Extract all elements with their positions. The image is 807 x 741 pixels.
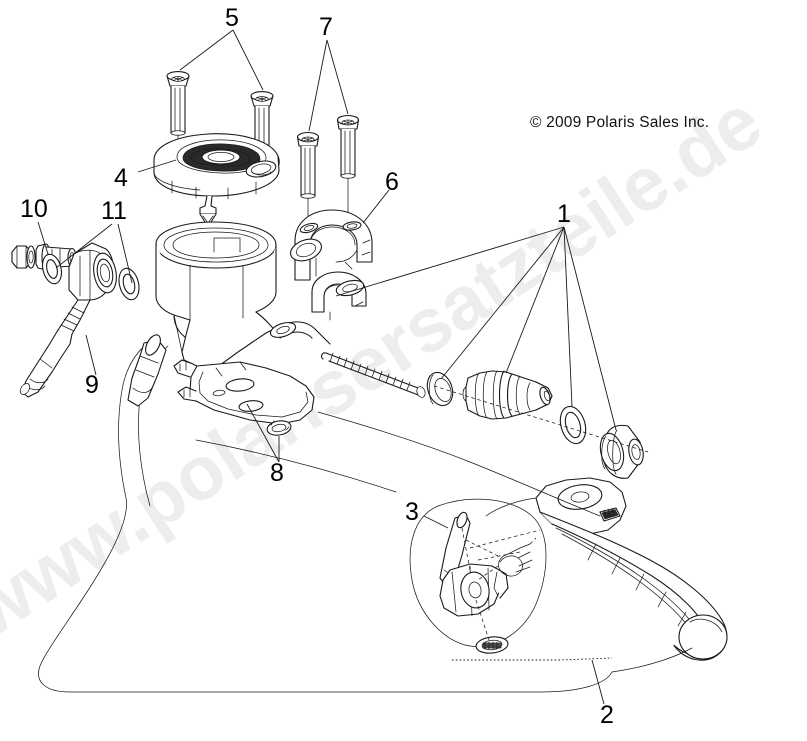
callout-4: 4 bbox=[114, 164, 128, 192]
leader-lines bbox=[37, 29, 617, 705]
part-1-cup-seal bbox=[426, 371, 454, 407]
part-1-piston bbox=[462, 370, 553, 420]
part-5-reservoir-cover-screw-left bbox=[166, 71, 190, 153]
copyright-notice: © 2009 Polaris Sales Inc. bbox=[530, 114, 710, 131]
part-3-return-spring bbox=[493, 543, 533, 597]
master-cylinder-body bbox=[155, 221, 367, 425]
part-9-brake-hose-fitting bbox=[19, 242, 117, 398]
part-1-return-spring bbox=[321, 352, 426, 398]
part-6-handlebar-clamp bbox=[290, 209, 373, 281]
part-7-handlebar-clamp-bolt-right bbox=[336, 114, 360, 223]
callout-8: 8 bbox=[270, 459, 284, 487]
part-8-retaining-clip bbox=[266, 420, 292, 436]
piston-axis-line bbox=[433, 385, 649, 453]
part-7-handlebar-clamp-bolt-left bbox=[296, 131, 320, 235]
part-11-sealing-washer-right bbox=[118, 267, 140, 301]
part-2-brake-lever bbox=[485, 477, 728, 661]
part-1-washer bbox=[559, 405, 587, 445]
part-11-sealing-washer-left bbox=[41, 253, 63, 285]
callout-1: 1 bbox=[557, 200, 571, 228]
part-3-lever-pivot-detail bbox=[409, 498, 547, 654]
callout-3: 3 bbox=[405, 498, 419, 526]
callout-2: 2 bbox=[600, 701, 614, 729]
callout-6: 6 bbox=[385, 168, 399, 196]
callout-7: 7 bbox=[319, 13, 333, 41]
callout-11: 11 bbox=[101, 197, 127, 225]
callout-9: 9 bbox=[85, 371, 99, 399]
callout-10: 10 bbox=[20, 195, 48, 223]
part-1-dust-boot bbox=[599, 424, 644, 479]
part-4-reservoir-cover bbox=[153, 133, 280, 228]
callout-5: 5 bbox=[225, 4, 239, 32]
lever-housing-pin bbox=[127, 334, 167, 407]
